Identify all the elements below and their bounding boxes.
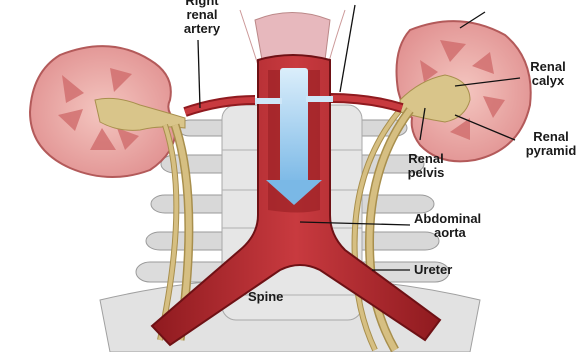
- renal-pelvis-label: Renal pelvis: [396, 152, 456, 180]
- right-renal-artery-label: Right renal artery: [172, 0, 232, 36]
- renal-pyramid-line2: pyramid: [516, 144, 586, 158]
- right-kidney: [397, 21, 531, 161]
- spine-label: Spine: [248, 290, 283, 304]
- abdominal-aorta-label: Abdominal aorta: [414, 212, 524, 240]
- ureter-label: Ureter: [414, 263, 452, 277]
- renal-pelvis-line2: pelvis: [396, 166, 456, 180]
- abdominal-aorta-line1: Abdominal: [414, 212, 524, 226]
- right-renal-artery-line2: renal: [172, 8, 232, 22]
- renal-calyx-line2: calyx: [518, 74, 578, 88]
- renal-pyramid-line1: Renal: [516, 130, 586, 144]
- renal-calyx-line1: Renal: [518, 60, 578, 74]
- left-kidney: [30, 46, 185, 177]
- renal-calyx-label: Renal calyx: [518, 60, 578, 88]
- renal-pyramid-label: Renal pyramid: [516, 130, 586, 158]
- renal-pelvis-line1: Renal: [396, 152, 456, 166]
- abdominal-aorta-line2: aorta: [414, 226, 524, 240]
- right-renal-artery-line3: artery: [172, 22, 232, 36]
